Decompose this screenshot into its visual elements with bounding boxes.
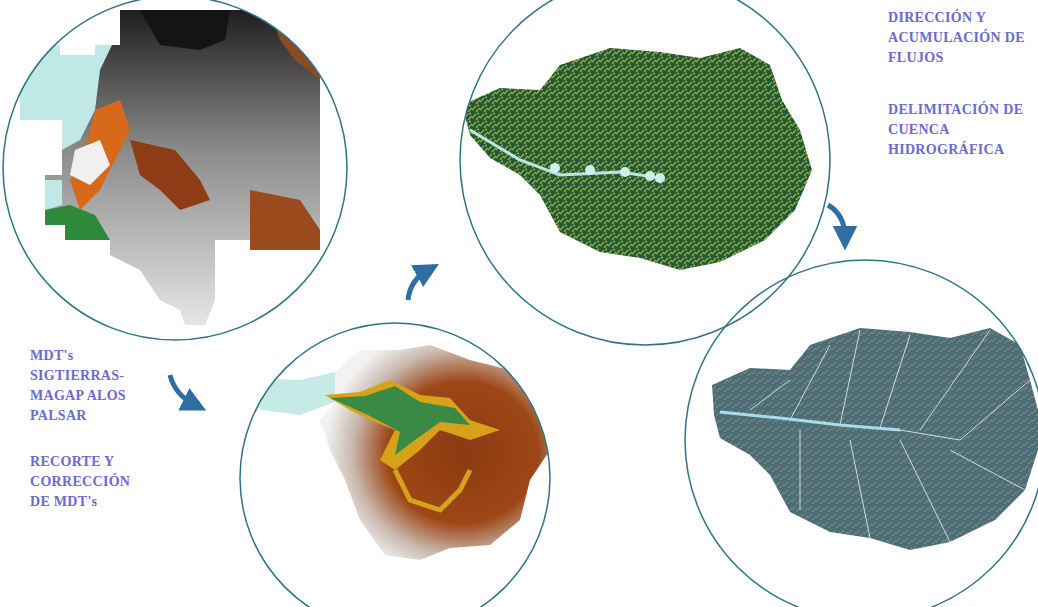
step-label: RECORTE Y CORRECCIÓN DE MDT's <box>30 452 140 512</box>
step-label: DIRECCIÓN Y ACUMULACIÓN DE FLUJOS <box>888 8 1028 68</box>
step-label: DELIMITACIÓN DE CUENCA HIDROGRÁFICA <box>888 100 1028 160</box>
step-label: MDT's SIGTIERRAS-MAGAP ALOS PALSAR <box>30 346 140 426</box>
